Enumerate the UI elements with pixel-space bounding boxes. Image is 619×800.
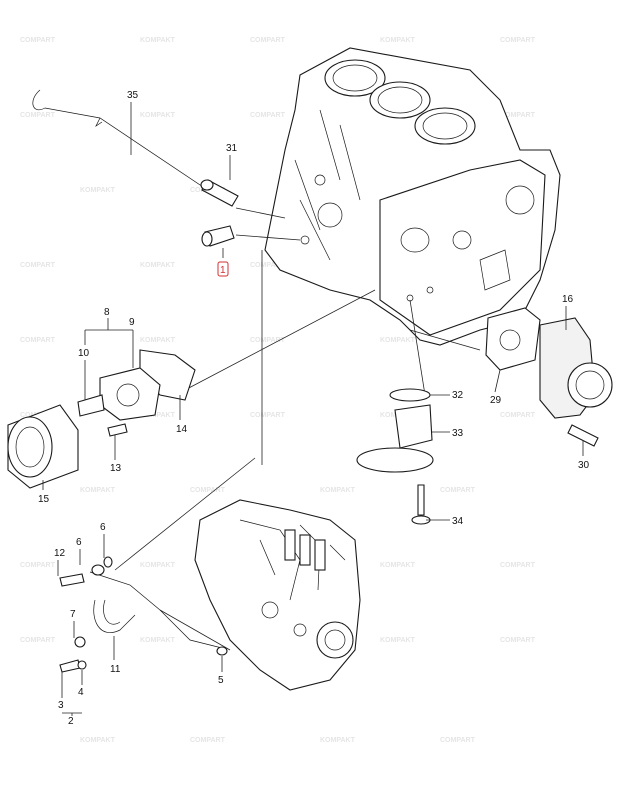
callout-9: 9: [129, 317, 135, 328]
oil-pump: [485, 307, 613, 447]
callout-14: 14: [176, 424, 188, 435]
callout-3: 3: [58, 700, 64, 711]
engine-block: [264, 47, 561, 346]
callouts: 35 31 1 8 9 10 14 13 15 16 29 30 32 33 3…: [38, 90, 590, 727]
callout-6b: 6: [76, 537, 82, 548]
callout-4: 4: [78, 687, 84, 698]
callout-31: 31: [226, 143, 238, 154]
watermark-text: COMPART: [500, 37, 536, 44]
callout-5: 5: [218, 675, 224, 686]
callout-10: 10: [78, 348, 90, 359]
callout-8: 8: [104, 307, 110, 318]
callout-1: 1: [220, 265, 226, 276]
callout-7: 7: [70, 609, 76, 620]
callout-12: 12: [54, 548, 66, 559]
dipstick-guide: [200, 179, 239, 207]
injection-pump: [194, 499, 361, 691]
label-ticks: [42, 306, 584, 716]
callout-34: 34: [452, 516, 464, 527]
callout-29: 29: [490, 395, 502, 406]
callout-33: 33: [452, 428, 464, 439]
callout-16: 16: [562, 294, 574, 305]
callout-6a: 6: [100, 522, 106, 533]
callout-35: 35: [127, 90, 139, 101]
callout-13: 13: [110, 463, 122, 474]
callout-1-highlight: [217, 261, 229, 277]
leader-lines: [114, 102, 481, 651]
callout-32: 32: [452, 390, 464, 401]
watermark-text: KOMPAKT: [380, 37, 416, 44]
breather-fitting: [201, 225, 235, 247]
callout-30: 30: [578, 460, 590, 471]
oil-pipe: [59, 556, 228, 673]
oil-strainer: [356, 388, 434, 525]
watermark-layer: COMPART KOMPAKT COMPART KOMPAKT COMPART: [0, 37, 536, 744]
watermark-text: COMPART: [250, 37, 286, 44]
callout-2: 2: [68, 716, 74, 727]
watermark-text: KOMPAKT: [140, 37, 176, 44]
watermark-text: COMPART: [20, 37, 56, 44]
dipstick: [32, 89, 231, 206]
callout-11: 11: [110, 664, 121, 675]
oil-filter-assembly: [7, 349, 196, 489]
callout-15: 15: [38, 494, 50, 505]
